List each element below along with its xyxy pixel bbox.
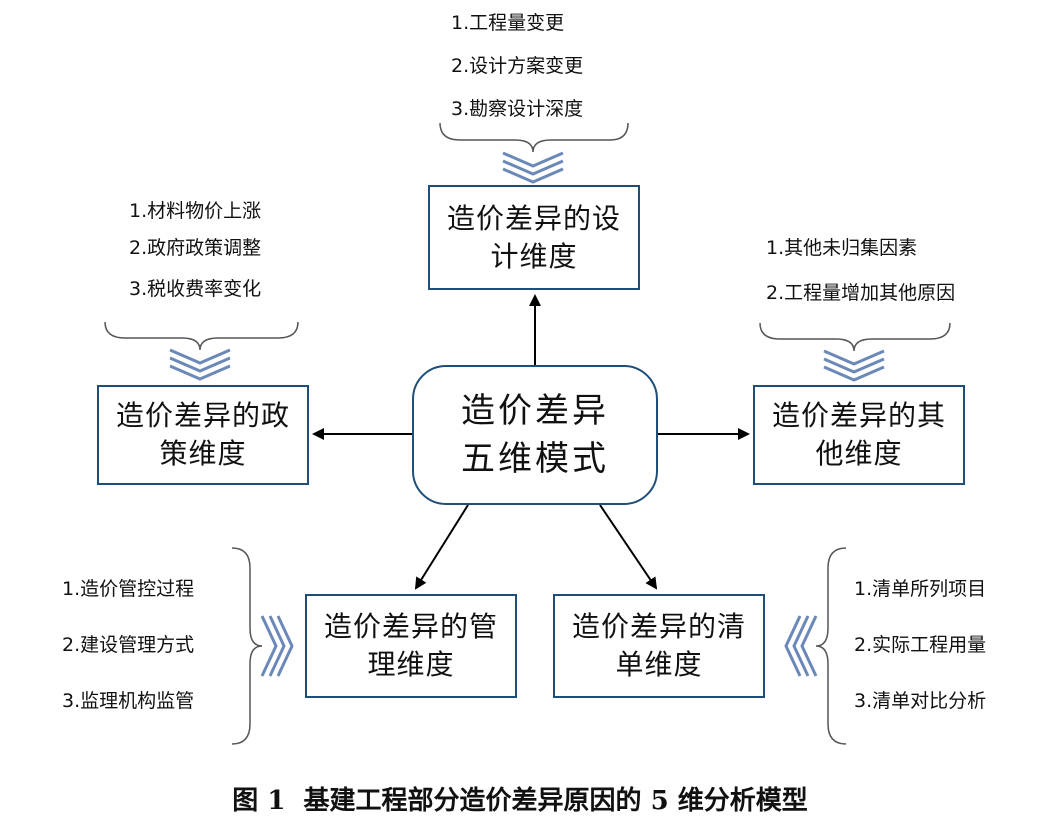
design-dimension-line2: 计维度 [490,239,578,273]
center-line1: 造价差异 [461,391,609,431]
management-chevrons [260,615,294,677]
policy-dimension-line1: 造价差异的政 [115,399,290,432]
policy-chevrons [169,348,231,381]
design-brace [439,122,629,153]
policy-factor-1: 1.材料物价上涨 [129,200,262,222]
management-factor-1: 1.造价管控过程 [62,578,195,600]
design-factor-1: 1.工程量变更 [451,12,565,34]
other-dimension-line2: 他维度 [815,437,903,470]
center-line2: 五维模式 [461,439,609,479]
arrow-to-bill [599,504,658,590]
design-dimension-box: 造价差异的设 计维度 [428,185,640,290]
bill-chevrons [784,615,818,677]
other-factor-2: 2.工程量增加其他原因 [766,282,956,304]
policy-dimension-box: 造价差异的政 策维度 [97,385,309,485]
bill-dimension-box: 造价差异的清 单维度 [553,594,765,698]
other-dimension-box: 造价差异的其 他维度 [753,385,965,485]
bill-dimension-line1: 造价差异的清 [571,610,746,643]
bill-brace [815,547,847,745]
management-dimension-line2: 理维度 [367,648,455,681]
policy-factor-2: 2.政府政策调整 [129,237,262,259]
other-brace [759,322,951,352]
design-dimension-line1: 造价差异的设 [446,201,621,235]
policy-dimension-line2: 策维度 [159,437,247,470]
management-factor-2: 2.建设管理方式 [62,634,195,656]
management-factor-3: 3.监理机构监管 [62,690,195,712]
arrow-to-management [414,504,469,590]
management-dimension-box: 造价差异的管 理维度 [305,594,517,698]
other-dimension-line1: 造价差异的其 [771,399,946,432]
figure-label: 图 1 [232,786,286,816]
bill-dimension-line2: 单维度 [615,648,703,681]
policy-factor-3: 3.税收费率变化 [129,278,262,300]
design-factor-2: 2.设计方案变更 [451,55,584,77]
center-node: 造价差异 五维模式 [412,365,658,505]
bill-factor-1: 1.清单所列项目 [854,578,987,600]
policy-brace [104,321,299,351]
design-factor-3: 3.勘察设计深度 [451,98,584,120]
other-factor-1: 1.其他未归集因素 [766,237,918,259]
management-brace [231,547,263,745]
figure-title: 基建工程部分造价差异原因的 5 维分析模型 [303,786,808,816]
management-dimension-line1: 造价差异的管 [323,610,498,643]
figure-caption: 图 1 基建工程部分造价差异原因的 5 维分析模型 [0,786,1040,816]
design-chevrons [502,151,564,184]
bill-factor-3: 3.清单对比分析 [854,690,987,712]
bill-factor-2: 2.实际工程用量 [854,634,987,656]
other-chevrons [823,349,885,382]
